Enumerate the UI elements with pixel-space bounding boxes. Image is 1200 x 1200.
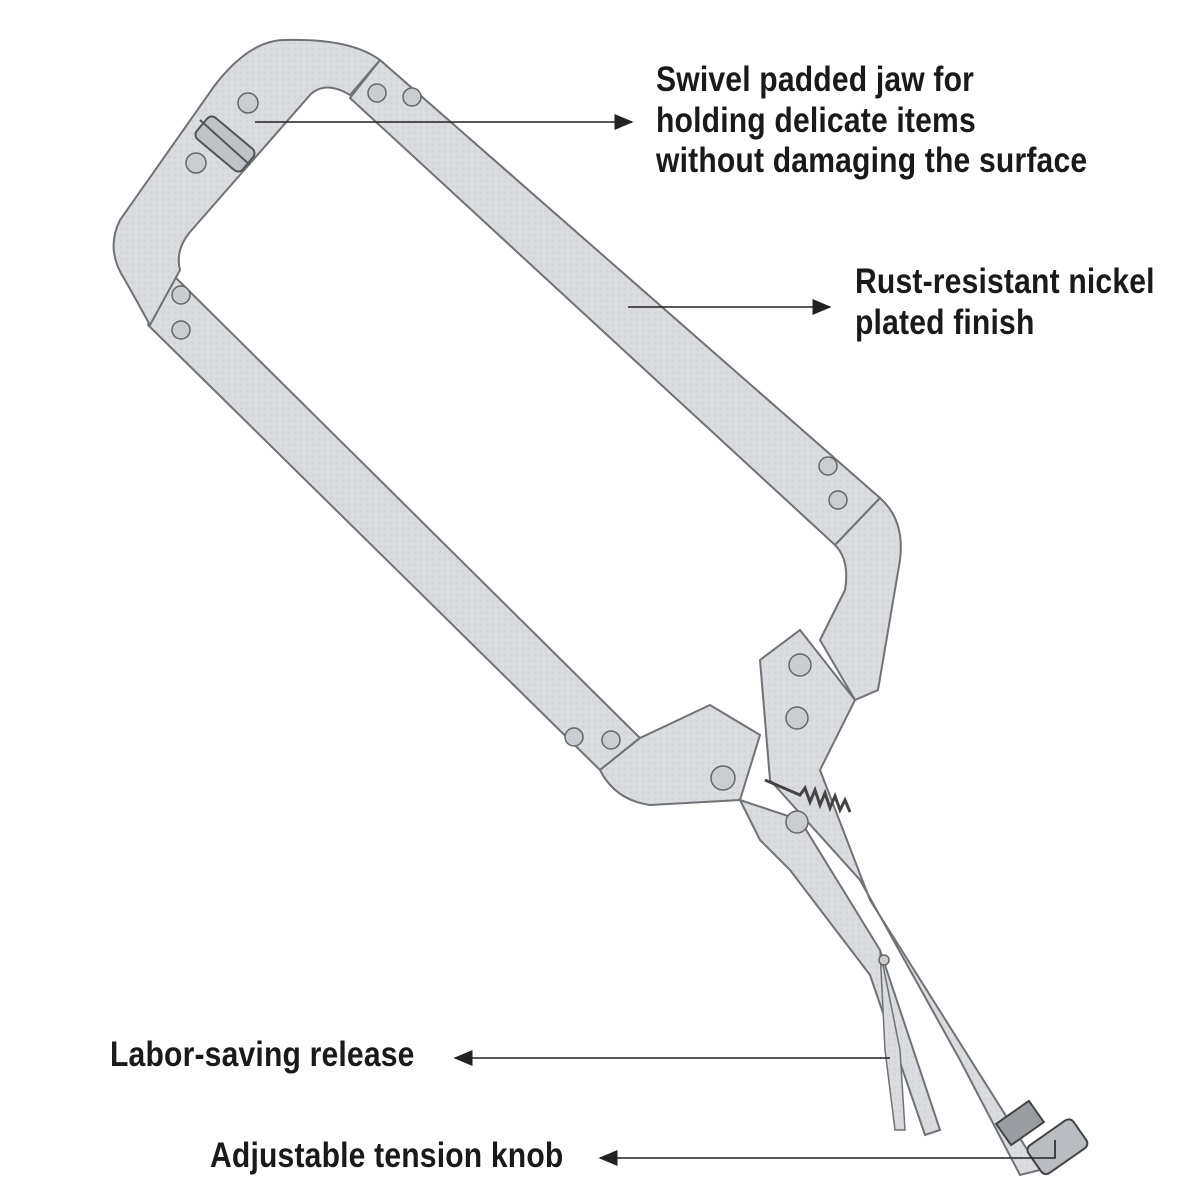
rivets	[171, 83, 890, 966]
callout-line: plated finish	[855, 302, 1035, 342]
lower-frame-arm	[146, 270, 642, 772]
callout-line: Swivel padded jaw for	[656, 60, 975, 99]
spring	[764, 778, 852, 814]
release-lever	[738, 798, 942, 1137]
callout-line: Rust-resistant nickel	[855, 262, 1155, 301]
frame-corner-right	[818, 496, 902, 702]
callout-release: Labor-saving release	[110, 1035, 415, 1076]
leader-knob	[598, 1140, 1056, 1166]
callout-line: Adjustable tension knob	[210, 1136, 564, 1175]
frame-corner-left	[112, 38, 382, 328]
frame-bottom-bend	[598, 703, 762, 807]
callout-leaders	[255, 114, 1056, 1166]
callout-swivel-jaw: Swivel padded jaw for holding delicate i…	[656, 60, 1087, 182]
tension-knob	[994, 1099, 1089, 1176]
callout-line: without damaging the surface	[656, 141, 1088, 181]
callout-knob: Adjustable tension knob	[210, 1136, 563, 1177]
callout-finish: Rust-resistant nickel plated finish	[855, 262, 1155, 343]
swivel-jaw	[194, 115, 256, 173]
callout-line: holding delicate items	[656, 100, 976, 140]
callout-line: Labor-saving release	[110, 1035, 415, 1074]
